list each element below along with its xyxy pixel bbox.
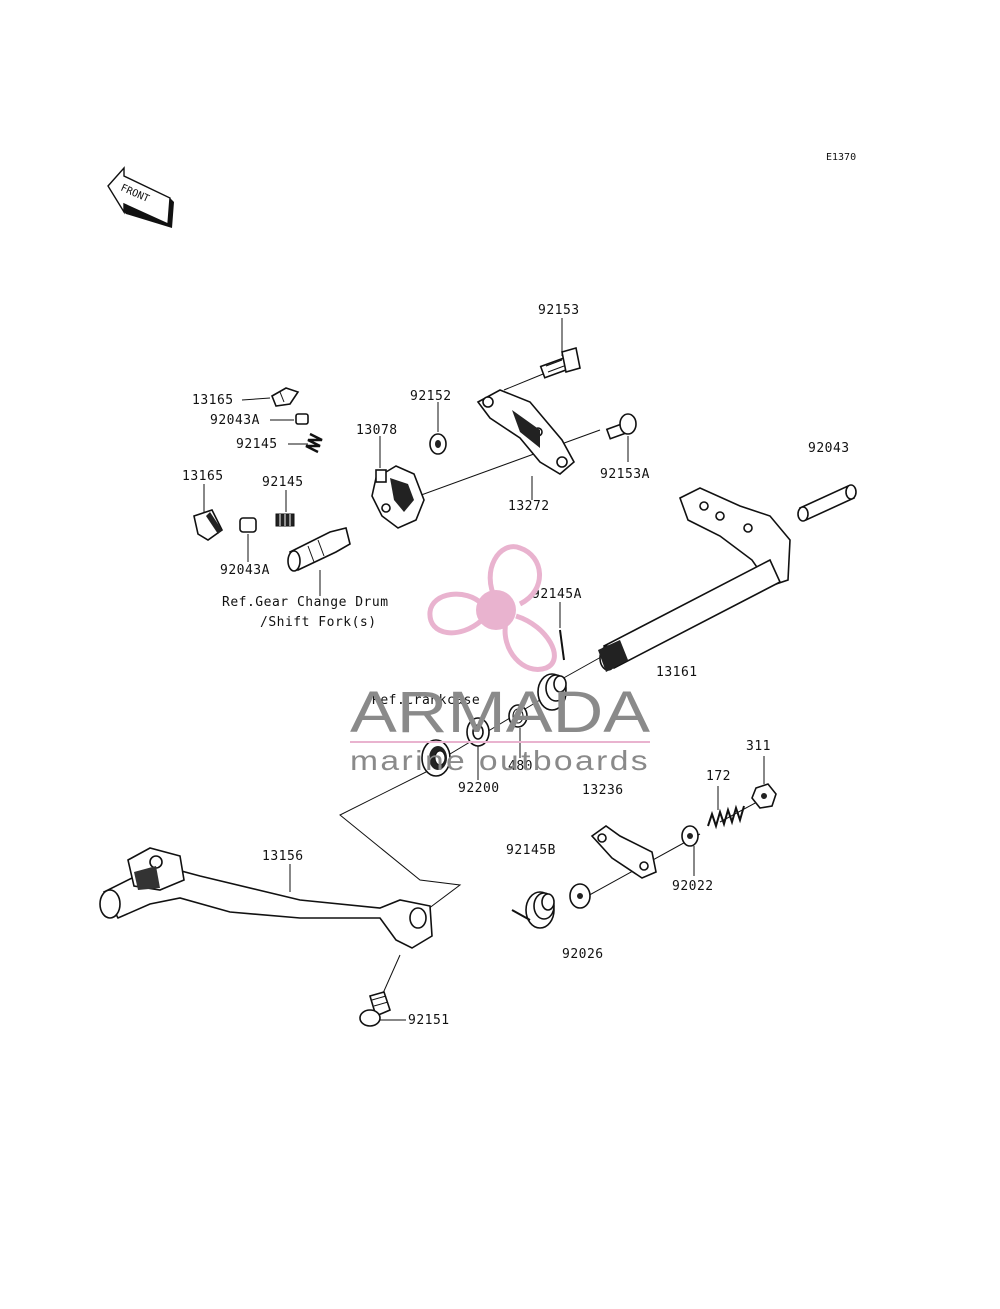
spring-92145-left — [275, 513, 295, 527]
ref-shift-fork: /Shift Fork(s) — [260, 615, 377, 630]
callout-13236: 13236 — [582, 783, 624, 798]
washer-92026 — [569, 883, 591, 909]
callout-13161: 13161 — [656, 665, 698, 680]
callout-92145-top: 92145 — [236, 437, 278, 452]
callout-13165-top: 13165 — [192, 393, 234, 408]
propeller-logo-icon — [427, 544, 557, 672]
callout-92043a-top: 92043A — [210, 413, 260, 428]
watermark-tagline: marine outboards — [350, 745, 650, 776]
callout-92152: 92152 — [410, 389, 452, 404]
washer-92022 — [681, 825, 699, 847]
callout-92153: 92153 — [538, 303, 580, 318]
shift-shaft-13161 — [598, 487, 791, 672]
plate-13272 — [476, 389, 576, 475]
pin-92043-right — [797, 484, 857, 522]
callout-13272: 13272 — [508, 499, 550, 514]
callout-92022: 92022 — [672, 879, 714, 894]
callout-92145a: 92145A — [532, 587, 582, 602]
circlip-480 — [508, 704, 528, 728]
callout-labels: 92153 13165 92043A 92145 92152 13078 921… — [182, 303, 850, 1028]
spring-92145a — [537, 629, 567, 711]
callout-92043: 92043 — [808, 441, 850, 456]
spring-92145-top — [305, 432, 323, 454]
callout-172: 172 — [706, 769, 731, 784]
callout-92151: 92151 — [408, 1013, 450, 1028]
stopper-13165-left — [193, 509, 224, 541]
shift-pedal-13156 — [99, 847, 433, 949]
bolt-92153a — [605, 413, 637, 440]
callout-92145-left: 92145 — [262, 475, 304, 490]
cam-13078 — [371, 465, 425, 529]
watermark: ARMADA marine outboards — [350, 544, 650, 776]
arm-92145b — [590, 825, 657, 879]
front-arrow-icon: FRONT — [107, 166, 174, 228]
callout-13165-left: 13165 — [182, 469, 224, 484]
callout-311: 311 — [746, 739, 771, 754]
callout-92145b: 92145B — [506, 843, 556, 858]
callout-13078: 13078 — [356, 423, 398, 438]
callout-13156: 13156 — [262, 849, 304, 864]
bolt-92153 — [539, 346, 581, 379]
diagram-code: E1370 — [826, 152, 856, 163]
pin-92043a-left — [239, 517, 257, 533]
callout-92026: 92026 — [562, 947, 604, 962]
washer-92152 — [429, 433, 447, 455]
bolt-92151 — [359, 991, 391, 1027]
ref-gear-change-drum: Ref.Gear Change Drum — [222, 595, 389, 610]
callout-92153a: 92153A — [600, 467, 650, 482]
ref-crankcase: Ref.Crankcase — [372, 693, 480, 708]
pin-92043a-top — [295, 413, 309, 425]
oil-seal-13236 — [421, 739, 451, 777]
watermark-brand: ARMADA — [350, 680, 650, 745]
callout-92043a-left: 92043A — [220, 563, 270, 578]
drum-shaft — [287, 527, 351, 572]
nut-311 — [751, 783, 777, 809]
spring-172 — [707, 804, 745, 830]
spring-92026 — [511, 891, 555, 929]
callout-leaders — [203, 318, 765, 1021]
callout-480: 480 — [508, 759, 533, 774]
callout-92200: 92200 — [458, 781, 500, 796]
pin-13165-top — [270, 387, 300, 407]
